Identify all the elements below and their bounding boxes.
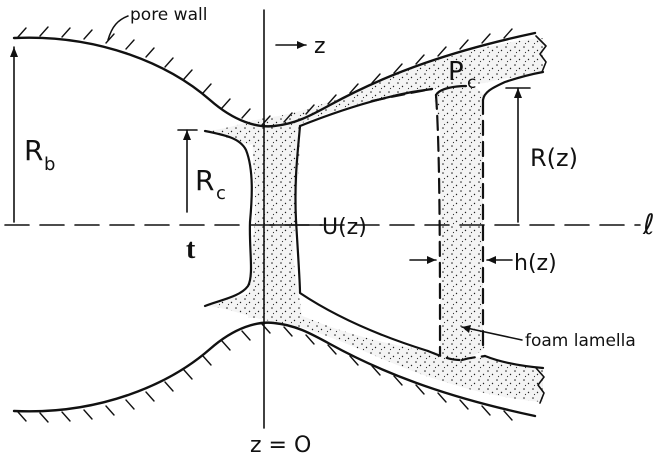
z-axis-label: z [314,34,326,59]
rb-label: R [24,134,43,167]
dimension-rz [505,87,531,223]
rc-label: R [195,164,214,197]
upper-wall-hatch [17,26,513,126]
foam-lamella-leader [461,325,523,341]
leader-lines [107,15,523,341]
throat-lamella [248,120,302,318]
dimension-hz [409,256,513,264]
lower-wall-film [205,293,543,402]
lower-pore-wall [12,321,537,418]
z-direction-arrow [275,41,307,49]
text-labels: pore wall z R b R c P c R(z) U(z) h(z) ℓ… [24,5,655,458]
pc-label: P [448,57,464,87]
pc-subscript: c [467,73,476,93]
right-lamella-bottom-dash [460,354,487,362]
upper-film-interface-dash [370,87,434,103]
upper-pore-wall [12,31,537,128]
h-z-label: h(z) [514,251,557,276]
throat-lamella-left-edge [203,129,253,308]
right-lamella [434,86,485,362]
lower-wall-hatch [17,323,513,423]
rc-subscript: c [216,183,226,204]
foam-lamella-label: foam lamella [525,331,636,351]
rb-subscript: b [44,154,55,175]
upper-film-interface [298,87,434,128]
liquid-film [205,38,543,402]
pore-wall-leader [107,15,129,41]
u-z-label: U(z) [322,215,367,240]
centerline-symbol: ℓ [642,208,655,241]
right-lamella-left-edge [434,93,442,357]
pore-wall-label: pore wall [130,5,207,25]
upper-wall-film [205,38,543,145]
film-break-right [535,35,547,404]
t-label: t [186,234,196,265]
z-zero-label: z = O [250,433,311,458]
throat-lamella-right-edge [294,124,430,353]
pore-walls [12,26,537,423]
r-z-label: R(z) [530,144,578,172]
right-lamella-bottom-cap [483,354,545,370]
lower-film-interface-dash [426,349,462,362]
dimension-rb [10,46,18,223]
interfaces [203,35,547,404]
right-lamella-top-cap [434,70,545,102]
dimension-rc [177,129,198,213]
